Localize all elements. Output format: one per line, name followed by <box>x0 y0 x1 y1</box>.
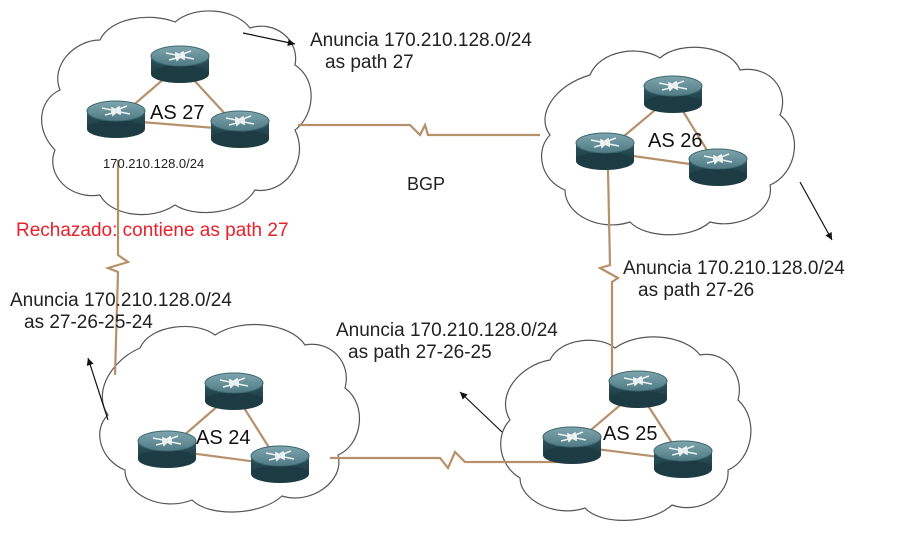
router-icon <box>653 440 713 479</box>
announcement-line: Anuncia 170.210.128.0/24 <box>10 290 232 311</box>
as27-network-label: 170.210.128.0/24 <box>103 156 205 171</box>
protocol-label: BGP <box>407 174 446 194</box>
as24-label: AS 24 <box>196 427 251 449</box>
link-as26-as25 <box>597 169 621 385</box>
announcement-path: as 27-26-25-24 <box>24 312 153 333</box>
as27-label: AS 27 <box>150 102 205 124</box>
announcement-line: Anuncia 170.210.128.0/24 <box>336 320 558 341</box>
cloud-as27 <box>41 10 312 216</box>
link-as24-as27 <box>104 160 131 376</box>
router-icon <box>688 148 748 187</box>
router-icon <box>575 132 635 171</box>
arrow-as25-announce <box>459 391 503 433</box>
announcement-as24: Anuncia 170.210.128.0/24 as 27-26-25-24 <box>10 290 232 334</box>
announcement-as25: Anuncia 170.210.128.0/24 as path 27-26-2… <box>336 320 558 364</box>
announcement-path: as path 27 <box>325 52 414 73</box>
router-icon <box>86 100 146 139</box>
as26-label: AS 26 <box>648 130 703 152</box>
link-as27-as26 <box>298 122 540 137</box>
announcement-path: as path 27-26-25 <box>348 342 492 363</box>
router-icon <box>137 430 197 469</box>
arrow-as26-announce <box>799 181 833 241</box>
announcement-line: Anuncia 170.210.128.0/24 <box>623 258 845 279</box>
announcement-path: as path 27-26 <box>638 280 755 301</box>
router-icon <box>608 370 668 409</box>
router-icon <box>150 45 210 84</box>
arrow-as24-announce <box>86 357 109 421</box>
as25-label: AS 25 <box>603 423 658 445</box>
announcement-line: Anuncia 170.210.128.0/24 <box>310 30 532 51</box>
router-icon <box>210 110 270 149</box>
router-icon <box>204 372 264 411</box>
announcement-as27: Anuncia 170.210.128.0/24 as path 27 <box>310 30 532 74</box>
router-icon <box>542 426 602 465</box>
arrow-as27-announce <box>242 32 296 47</box>
announcement-as26: Anuncia 170.210.128.0/24 as path 27-26 <box>623 258 845 302</box>
cloud-as24 <box>99 324 360 513</box>
rejection-message: Rechazado: contiene as path 27 <box>16 220 289 241</box>
link-as25-as24 <box>330 450 573 471</box>
router-icon <box>250 445 310 484</box>
router-icon <box>643 75 703 114</box>
cloud-as26 <box>541 46 795 236</box>
